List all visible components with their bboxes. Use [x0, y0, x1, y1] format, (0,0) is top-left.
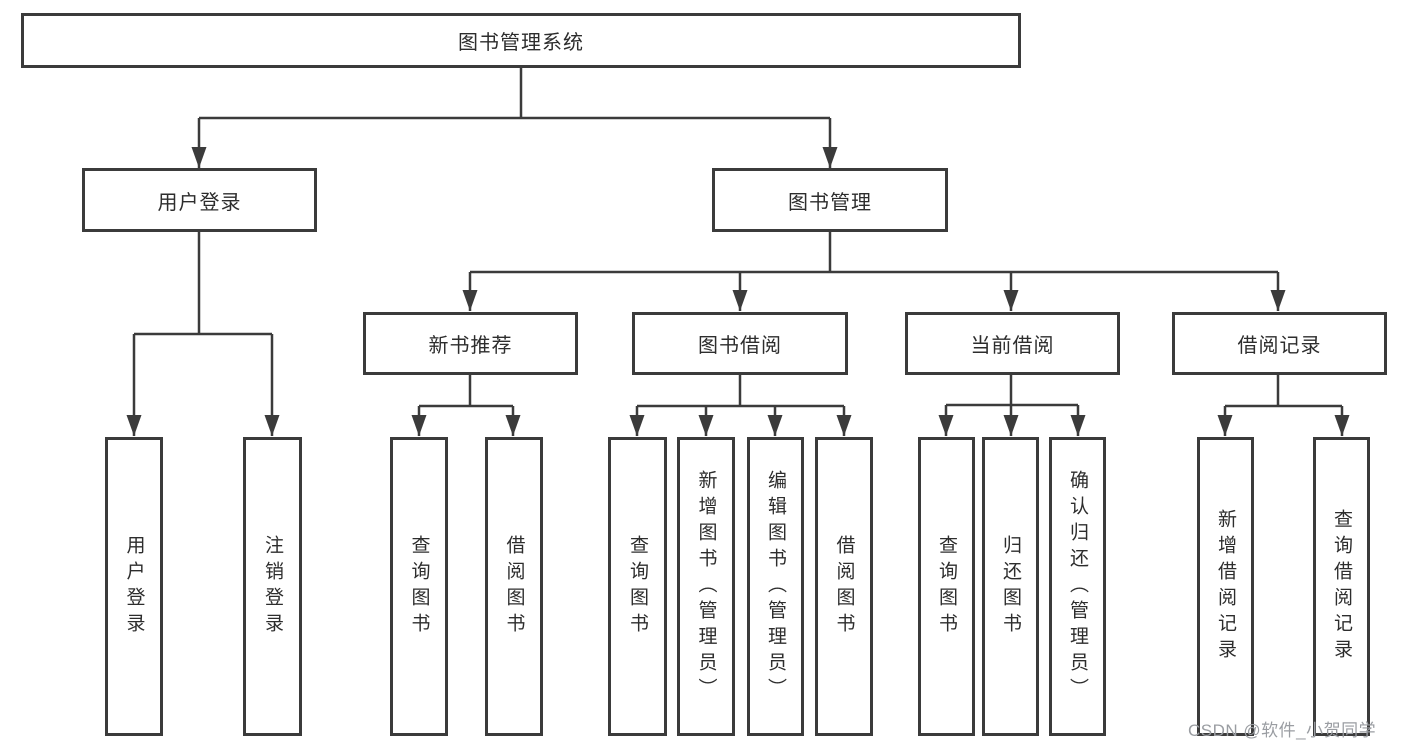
- node-book-management: 图书管理: [712, 168, 948, 232]
- leaf-confirm-return-admin: 确认归还（管理员）: [1049, 437, 1106, 736]
- node-label: 图书管理系统: [458, 32, 584, 54]
- leaf-label: 借阅图书: [833, 534, 855, 639]
- node-label: 新书推荐: [428, 335, 513, 357]
- leaf-label: 借阅图书: [503, 534, 525, 639]
- connector-group-split: [637, 375, 844, 408]
- node-library-system: 图书管理系统: [21, 13, 1021, 68]
- leaf-label: 查询借阅记录: [1331, 508, 1352, 665]
- leaf-query-books: 查询图书: [390, 437, 448, 736]
- leaf-borrow-books: 借阅图书: [815, 437, 873, 736]
- leaf-label: 新增图书（管理员）: [695, 469, 717, 704]
- node-label: 当前借阅: [970, 335, 1055, 357]
- node-label: 图书借阅: [698, 335, 782, 357]
- leaf-label: 查询图书: [408, 534, 430, 639]
- leaf-edit-book-admin: 编辑图书（管理员）: [747, 437, 804, 736]
- node-label: 用户登录: [157, 191, 242, 214]
- connector-group-split: [419, 375, 513, 408]
- connector-group-split: [1225, 375, 1342, 408]
- csdn-watermark: CSDN @软件_小贺同学: [1188, 721, 1377, 740]
- leaf-label: 用户登录: [123, 534, 145, 639]
- leaf-label: 编辑图书（管理员）: [765, 469, 786, 704]
- node-book-borrow: 图书借阅: [632, 312, 848, 375]
- node-current-borrow: 当前借阅: [905, 312, 1120, 375]
- connector-root-split: [199, 68, 830, 120]
- connector-login-split: [134, 232, 272, 336]
- leaf-logout: 注销登录: [243, 437, 302, 736]
- leaf-borrow-books: 借阅图书: [485, 437, 543, 736]
- leaf-add-borrow-record: 新增借阅记录: [1197, 437, 1254, 736]
- leaf-query-borrow-record: 查询借阅记录: [1313, 437, 1370, 736]
- connector-group-split: [946, 375, 1078, 407]
- connector-mgmt-split: [470, 232, 1278, 274]
- leaf-label: 查询图书: [936, 534, 957, 639]
- leaf-label: 注销登录: [262, 534, 283, 639]
- leaf-query-books: 查询图书: [918, 437, 975, 736]
- node-new-book-recommend: 新书推荐: [363, 312, 578, 375]
- leaf-label: 归还图书: [1000, 534, 1021, 639]
- leaf-label: 新增借阅记录: [1215, 508, 1236, 665]
- node-user-login: 用户登录: [82, 168, 317, 232]
- leaf-label: 确认归还（管理员）: [1067, 469, 1088, 704]
- leaf-add-book-admin: 新增图书（管理员）: [677, 437, 735, 736]
- leaf-user-login: 用户登录: [105, 437, 163, 736]
- node-label: 图书管理: [788, 191, 872, 214]
- leaf-return-books: 归还图书: [982, 437, 1039, 736]
- node-borrow-records: 借阅记录: [1172, 312, 1387, 375]
- node-label: 借阅记录: [1237, 335, 1322, 357]
- leaf-label: 查询图书: [627, 534, 648, 639]
- leaf-query-books: 查询图书: [608, 437, 667, 736]
